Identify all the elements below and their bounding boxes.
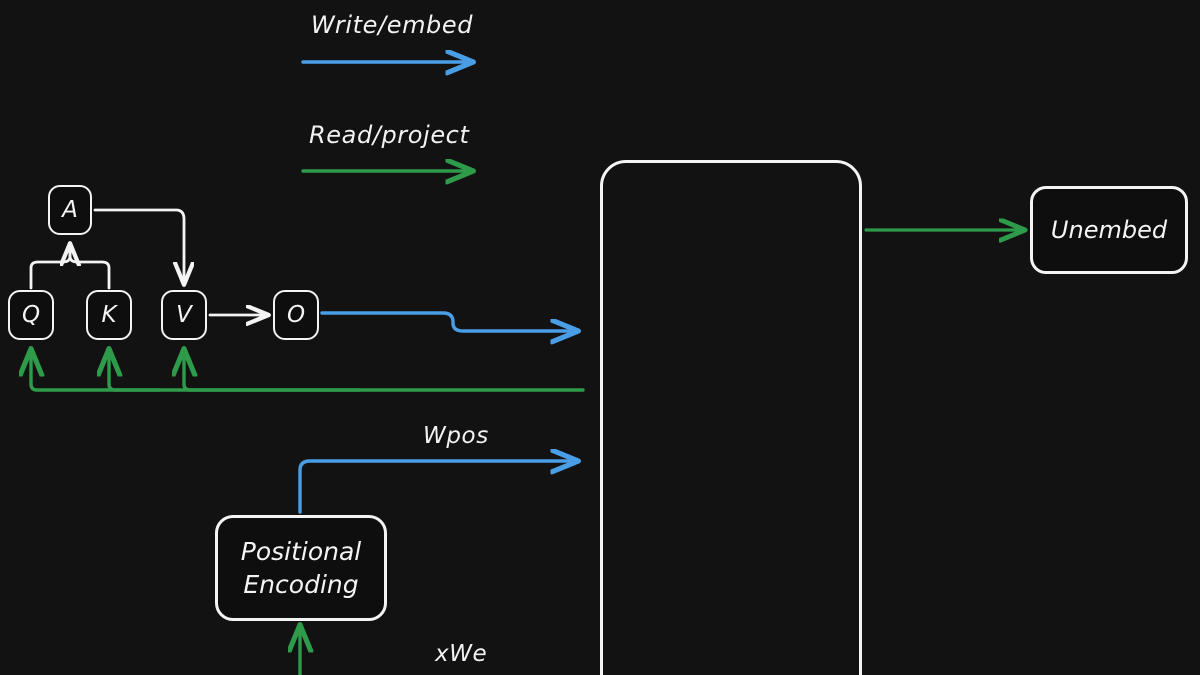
node-query[interactable]: Q — [8, 290, 54, 340]
edge-read-to-k — [109, 352, 362, 392]
node-attention-pattern[interactable]: A — [48, 185, 92, 235]
node-positional-encoding-line1: Positional — [240, 537, 362, 566]
node-unembed-label: Unembed — [1050, 216, 1168, 244]
edge-label-xwe: xWe — [435, 641, 488, 667]
node-value-label: V — [176, 302, 192, 328]
node-attention-pattern-label: A — [62, 197, 78, 223]
edge-label-wpos: Wpos — [423, 423, 489, 449]
edge-qk-to-a — [29, 246, 70, 290]
node-key[interactable]: K — [86, 290, 132, 340]
node-output[interactable]: O — [273, 290, 319, 340]
edge-read-to-q — [31, 352, 162, 392]
node-residual-stream[interactable] — [600, 160, 862, 675]
edge-read-bus — [184, 352, 585, 392]
node-output-label: O — [286, 302, 306, 328]
node-key-label: K — [101, 302, 117, 328]
node-unembed[interactable]: Unembed — [1030, 186, 1188, 274]
edge-o-write-stream — [320, 311, 575, 331]
edge-wpos-write — [298, 461, 575, 514]
edge-k-branch — [68, 244, 111, 290]
node-value[interactable]: V — [161, 290, 207, 340]
node-positional-encoding[interactable]: Positional Encoding — [215, 515, 387, 621]
legend-label-write: Write/embed — [311, 11, 474, 39]
node-query-label: Q — [21, 302, 41, 328]
legend-label-read: Read/project — [309, 121, 470, 149]
node-positional-encoding-line2: Encoding — [243, 570, 359, 599]
edge-a-to-v — [93, 208, 184, 282]
